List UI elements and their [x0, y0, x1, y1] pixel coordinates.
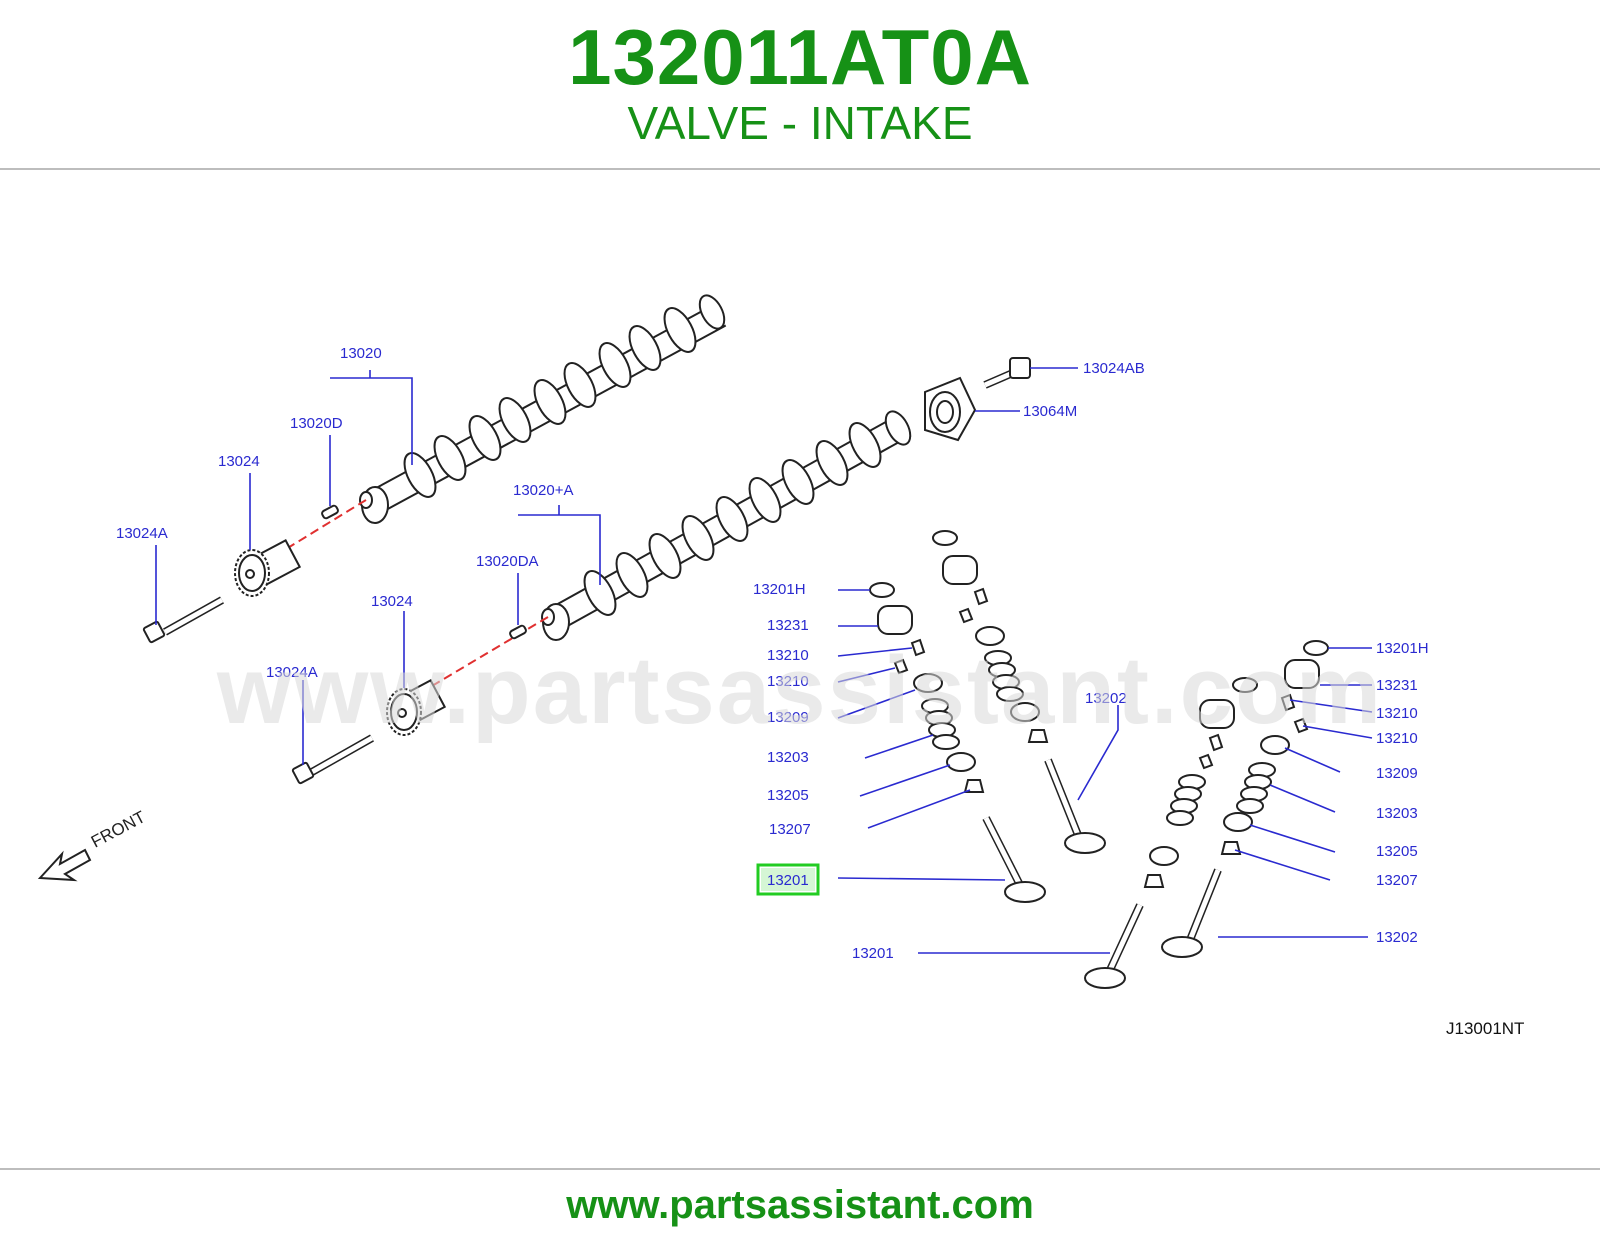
part-number-title: 132011AT0A [568, 13, 1032, 101]
callout-13210-left-a[interactable]: 13210 [767, 647, 809, 664]
callout-13020[interactable]: 13020 [340, 345, 382, 362]
callout-13202-middle[interactable]: 13202 [1085, 690, 1127, 707]
diagram-code: J13001NT [1446, 1019, 1524, 1038]
lower-camshaft[interactable] [541, 407, 915, 641]
callout-13209-right[interactable]: 13209 [1376, 765, 1418, 782]
upper-camshaft[interactable] [359, 291, 729, 524]
callout-13020d[interactable]: 13020D [290, 415, 343, 432]
right-exhaust-valve-assembly[interactable] [1084, 677, 1258, 989]
footer-url[interactable]: www.partsassistant.com [566, 1183, 1034, 1227]
callout-13210-right-b[interactable]: 13210 [1376, 730, 1418, 747]
valve-timing-control[interactable] [924, 376, 977, 442]
middle-valve-assembly[interactable] [932, 530, 1106, 854]
upper-dowel-pin[interactable] [321, 504, 339, 520]
page-header: 132011AT0A VALVE - INTAKE [0, 0, 1600, 168]
left-valve-assembly[interactable] [869, 582, 1046, 903]
callout-13231-left[interactable]: 13231 [767, 617, 809, 634]
callout-13231-right[interactable]: 13231 [1376, 677, 1418, 694]
callout-13203-left[interactable]: 13203 [767, 749, 809, 766]
callout-13201h-right[interactable]: 13201H [1376, 640, 1429, 657]
front-direction-arrow [37, 848, 92, 882]
callout-13207-right[interactable]: 13207 [1376, 872, 1418, 889]
callout-13203-right[interactable]: 13203 [1376, 805, 1418, 822]
lower-bolt[interactable] [291, 734, 374, 785]
callout-13210-left-b[interactable]: 13210 [767, 673, 809, 690]
upper-bolt[interactable] [142, 596, 224, 644]
timing-bolt[interactable] [983, 357, 1031, 389]
front-label: FRONT [88, 807, 149, 851]
footer-divider [0, 1168, 1600, 1170]
callout-13201-lower[interactable]: 13201 [852, 945, 894, 962]
lower-dowel-pin[interactable] [509, 624, 527, 640]
callout-13024-upper[interactable]: 13024 [218, 453, 260, 470]
parts-diagram: 13020 13020D 13024 13024A 13020+A 13020D… [0, 270, 1600, 1070]
callout-13024a-lower[interactable]: 13024A [266, 664, 318, 681]
callout-13209-left[interactable]: 13209 [767, 709, 809, 726]
callout-13205-right[interactable]: 13205 [1376, 843, 1418, 860]
upper-sprocket[interactable] [234, 539, 302, 597]
callout-13024ab[interactable]: 13024AB [1083, 360, 1145, 377]
callout-13205-left[interactable]: 13205 [767, 787, 809, 804]
highlight-box-13201 [756, 863, 820, 896]
leader-lines [155, 367, 1373, 954]
highlight-fill-13201 [761, 868, 815, 891]
callout-13207-left[interactable]: 13207 [769, 821, 811, 838]
exploded-view-svg: 13020 13020D 13024 13024A 13020+A 13020D… [37, 291, 1524, 1038]
right-intake-valve-assembly[interactable] [1161, 640, 1329, 958]
callout-13020da[interactable]: 13020DA [476, 553, 539, 570]
callout-13210-right-a[interactable]: 13210 [1376, 705, 1418, 722]
callout-13024-lower[interactable]: 13024 [371, 593, 413, 610]
part-description: VALVE - INTAKE [627, 97, 973, 149]
header-divider [0, 168, 1600, 170]
callout-13201-highlighted[interactable]: 13201 [767, 872, 809, 889]
callout-13024a-upper[interactable]: 13024A [116, 525, 168, 542]
lower-sprocket[interactable] [386, 679, 447, 736]
callout-13201h-left[interactable]: 13201H [753, 581, 806, 598]
callout-13202-right[interactable]: 13202 [1376, 929, 1418, 946]
callout-13020a[interactable]: 13020+A [513, 482, 573, 499]
callout-13064m[interactable]: 13064M [1023, 403, 1077, 420]
